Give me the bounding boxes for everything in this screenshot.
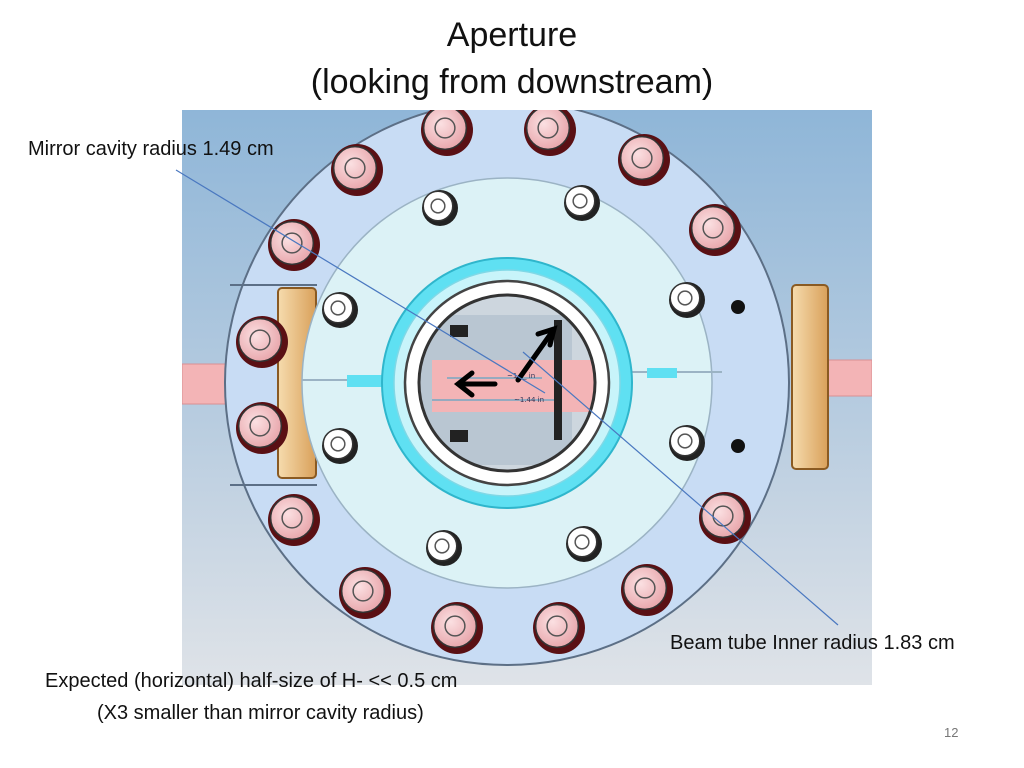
right-clamp xyxy=(791,284,829,470)
flange-bolt xyxy=(236,316,288,368)
inner-bolt xyxy=(422,190,458,226)
flange-bolt xyxy=(431,602,483,654)
flange-bolt xyxy=(421,110,473,156)
inner-bolt xyxy=(564,185,600,221)
flange-bolt xyxy=(689,204,741,256)
expected-size-note: (X3 smaller than mirror cavity radius) xyxy=(97,702,424,724)
beam-tube-right xyxy=(821,359,872,397)
flange-bolt xyxy=(621,564,673,616)
inner-bolt xyxy=(322,428,358,464)
inner-bolt xyxy=(669,425,705,461)
inner-bolt xyxy=(426,530,462,566)
beam-tube-annotation: Beam tube Inner radius 1.83 cm xyxy=(670,632,955,654)
inner-bolt xyxy=(566,526,602,562)
flange-bolt xyxy=(236,402,288,454)
flange-bolt xyxy=(699,492,751,544)
flange-bolt xyxy=(339,567,391,619)
aperture-drawing: ~1.__ in ~1.44 in xyxy=(182,110,872,685)
dimension-label-bottom: ~1.44 in xyxy=(514,396,544,404)
flange-bolt xyxy=(268,219,320,271)
flange-bolt xyxy=(533,602,585,654)
flange-bolt xyxy=(331,144,383,196)
page-number: 12 xyxy=(944,725,959,740)
flange-bolt xyxy=(618,134,670,186)
inner-bolt xyxy=(669,282,705,318)
inner-bolt xyxy=(322,292,358,328)
expected-size-annotation: Expected (horizontal) half-size of H- <<… xyxy=(45,670,458,692)
mirror-cavity-annotation: Mirror cavity radius 1.49 cm xyxy=(28,138,274,160)
slide-title-line2: (looking from downstream) xyxy=(310,63,714,101)
slide-title-line1: Aperture xyxy=(446,16,578,54)
flange-bolt xyxy=(524,110,576,156)
flange-bolt xyxy=(268,494,320,546)
